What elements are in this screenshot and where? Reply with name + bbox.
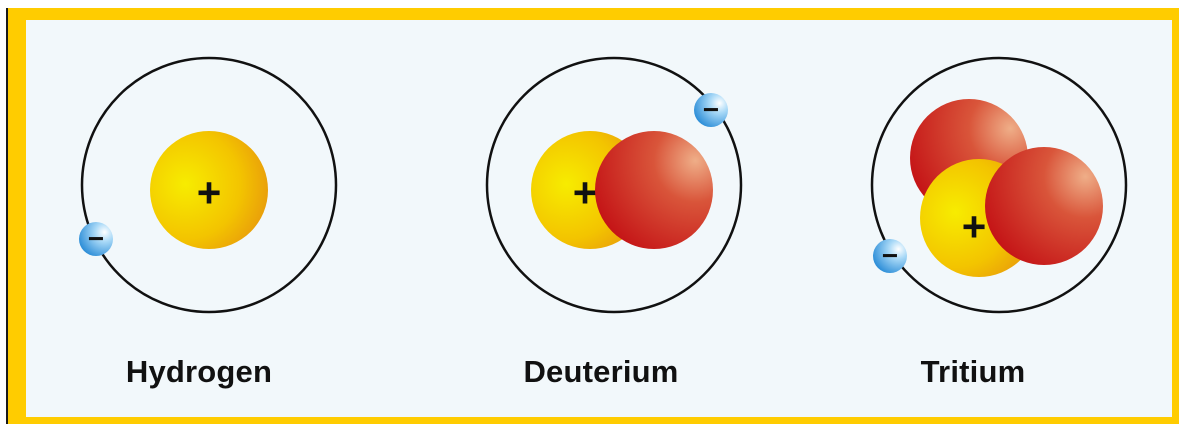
tritium-atom: + −: [870, 56, 1128, 314]
hydrogen-label: Hydrogen: [125, 354, 273, 389]
hydrogen-proton: [150, 131, 268, 249]
deuterium-atom: + −: [485, 56, 743, 314]
hydrogen-atom: + −: [79, 56, 338, 314]
deuterium-orbit: [485, 56, 743, 314]
hydrogen-electron-sign: −: [88, 223, 104, 254]
tritium-orbit: [870, 56, 1128, 314]
deuterium-electron: [694, 93, 728, 127]
deuterium-label: Deuterium: [523, 354, 679, 389]
tritium-proton-sign: +: [962, 203, 987, 250]
hydrogen-orbit: [80, 56, 338, 314]
tritium-neutron-right: [985, 147, 1103, 265]
tritium-label: Tritium: [920, 354, 1026, 389]
hydrogen-electron: [79, 222, 113, 256]
hydrogen-proton-sign: +: [197, 169, 222, 216]
tritium-electron-sign: −: [882, 240, 898, 271]
deuterium-neutron: [595, 131, 713, 249]
deuterium-electron-sign: −: [703, 94, 719, 125]
tritium-electron: [873, 239, 907, 273]
deuterium-proton-sign: +: [573, 169, 598, 216]
